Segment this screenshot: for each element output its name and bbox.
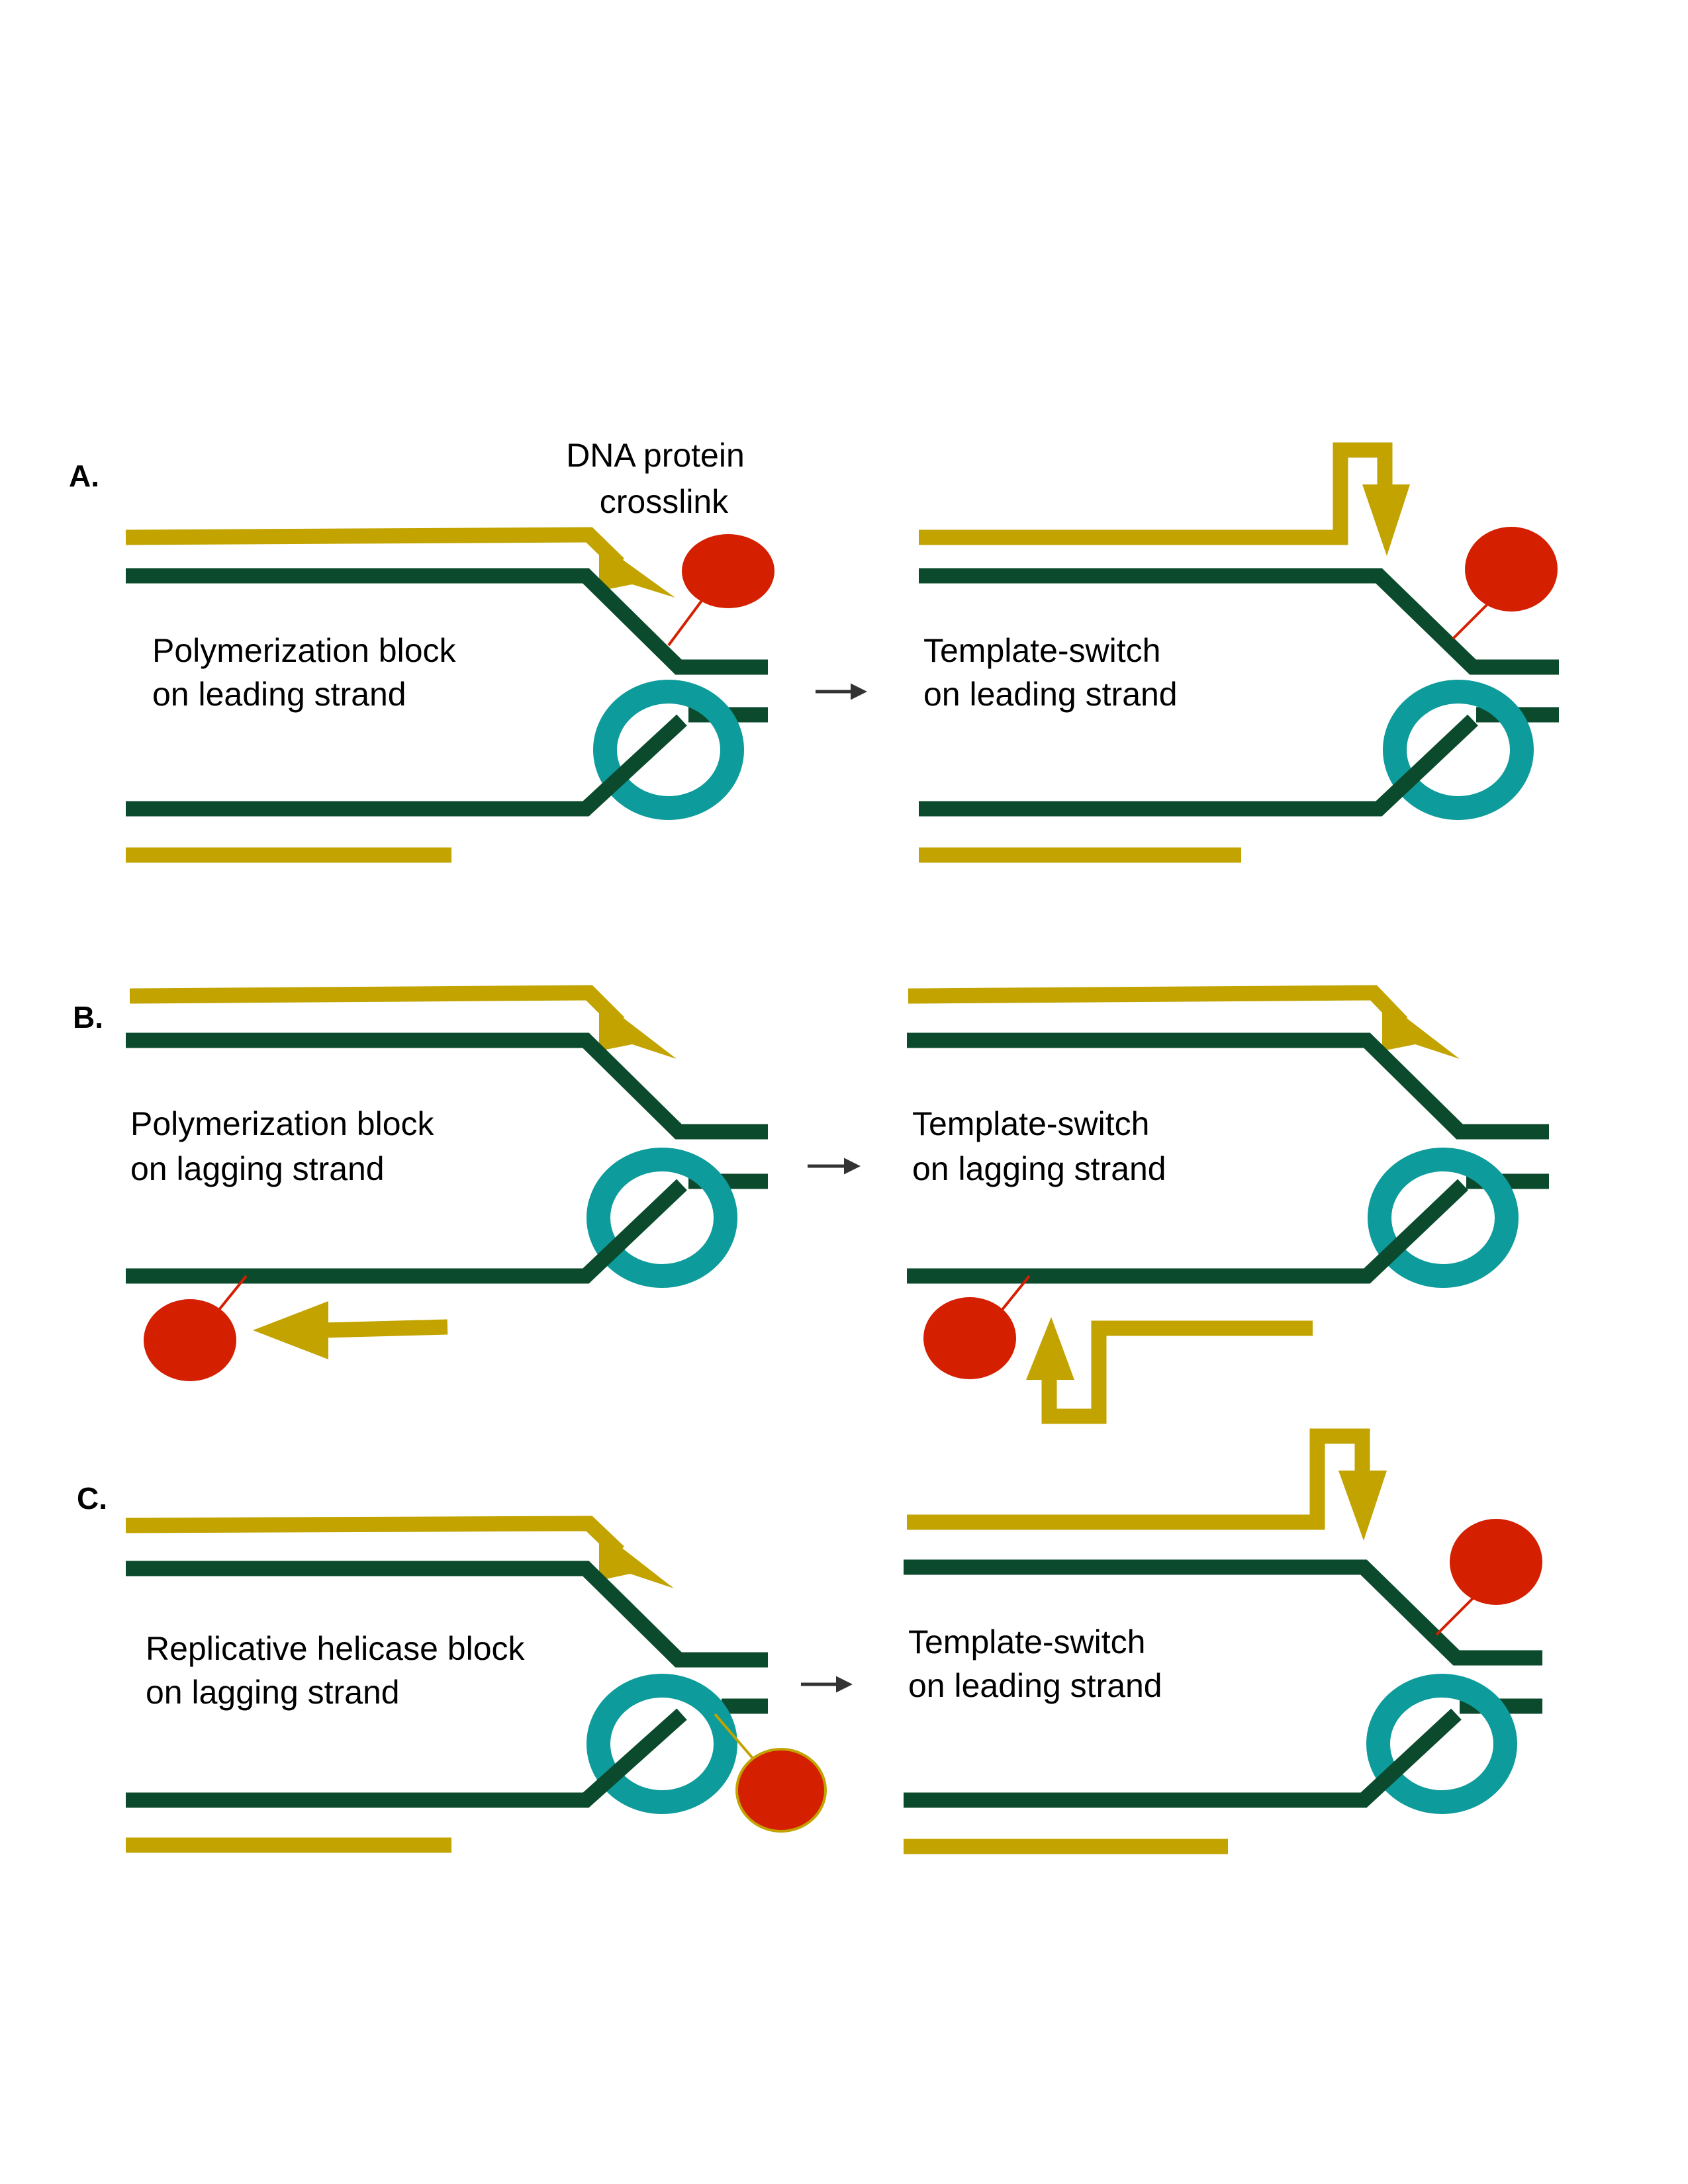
protein-blob-icon — [923, 1297, 1016, 1379]
protein-blob-icon — [735, 1748, 827, 1833]
protein-blob-icon — [144, 1299, 236, 1381]
leading-arrowhead — [599, 1530, 674, 1588]
template-strand-lower — [126, 714, 687, 817]
nascent-leading-strand — [908, 985, 1408, 1028]
caption-line1: Polymerization block — [130, 1105, 435, 1142]
lagging-switch-strand — [1041, 1320, 1313, 1424]
template-strand-upper — [907, 1032, 1549, 1140]
caption-line2: on lagging strand — [146, 1674, 400, 1711]
nascent-leading-strand — [125, 527, 625, 570]
switch-arrowhead — [1362, 484, 1410, 556]
panel-label-b: B. — [73, 1000, 103, 1034]
leading-arrowhead — [599, 999, 677, 1059]
crosslink-tether — [714, 1713, 756, 1762]
caption-line2: on lagging strand — [130, 1150, 385, 1187]
template-strand-upper — [126, 568, 768, 675]
protein-blob-icon — [1465, 527, 1558, 612]
panel-b-after: Template-switch on lagging strand — [907, 985, 1549, 1424]
crosslink-label-line2: crosslink — [600, 483, 729, 520]
lagging-fragment — [322, 1319, 448, 1338]
template-strand-lower — [126, 1179, 687, 1284]
panel-label-a: A. — [69, 459, 99, 493]
protein-blob-icon — [1450, 1519, 1542, 1605]
caption-line1: Template-switch — [908, 1623, 1145, 1661]
helicase-ring-icon — [1366, 1674, 1517, 1814]
template-strand-upper — [919, 568, 1559, 675]
crosslink-tether — [1452, 598, 1494, 640]
caption-line2: on leading strand — [908, 1667, 1162, 1704]
panel-b: B. Polymerization block on lagging stran… — [73, 985, 1549, 1424]
template-strand-upper — [126, 1032, 768, 1140]
helicase-ring-icon — [1383, 680, 1534, 820]
lagging-arrowhead — [253, 1301, 328, 1359]
panel-b-before: Polymerization block on lagging strand — [126, 985, 768, 1381]
helicase-ring-icon — [593, 680, 744, 820]
caption-line1: Polymerization block — [152, 632, 457, 669]
template-strand-upper — [904, 1559, 1542, 1666]
switch-arrowhead — [1026, 1317, 1074, 1380]
protein-blob-icon — [682, 534, 774, 608]
crosslink-tether — [667, 598, 704, 647]
panel-label-c: C. — [77, 1481, 107, 1516]
nascent-leading-strand — [125, 1516, 624, 1558]
panel-c-after: Template-switch on leading strand — [904, 1428, 1542, 1854]
caption-line2: on leading strand — [923, 676, 1178, 713]
helicase-ring-icon — [586, 1148, 737, 1288]
switch-arrowhead — [1338, 1471, 1387, 1541]
panel-a: A. DNA protein crosslink Polymerization … — [69, 437, 1559, 863]
caption-line2: on lagging strand — [912, 1150, 1166, 1187]
panel-c-before: Replicative helicase block on lagging st… — [125, 1516, 827, 1853]
caption-line1: Replicative helicase block — [146, 1630, 526, 1667]
template-strand-upper — [126, 1561, 768, 1668]
nascent-leading-strand — [919, 442, 1393, 545]
helicase-ring-icon — [586, 1674, 737, 1814]
panel-c: C. Replicative helicase block on lagging… — [77, 1428, 1542, 1854]
leading-arrowhead — [1382, 999, 1460, 1059]
nascent-leading-strand — [907, 1428, 1370, 1530]
caption-line2: on leading strand — [152, 676, 406, 713]
nascent-leading-strand — [129, 985, 625, 1028]
helicase-ring-icon — [1368, 1148, 1519, 1288]
panel-a-after: Template-switch on leading strand — [919, 442, 1559, 863]
panel-a-before: DNA protein crosslink Polymerization blo… — [125, 437, 774, 863]
crosslink-label-line1: DNA protein — [566, 437, 745, 474]
template-strand-lower — [907, 1179, 1468, 1284]
crosslink-tether — [1435, 1594, 1477, 1636]
template-strand-lower — [904, 1708, 1462, 1808]
caption-line1: Template-switch — [923, 632, 1160, 669]
leading-arrowhead — [599, 543, 675, 598]
template-strand-lower — [919, 714, 1478, 817]
caption-line1: Template-switch — [912, 1105, 1149, 1142]
template-strand-lower — [126, 1708, 687, 1808]
